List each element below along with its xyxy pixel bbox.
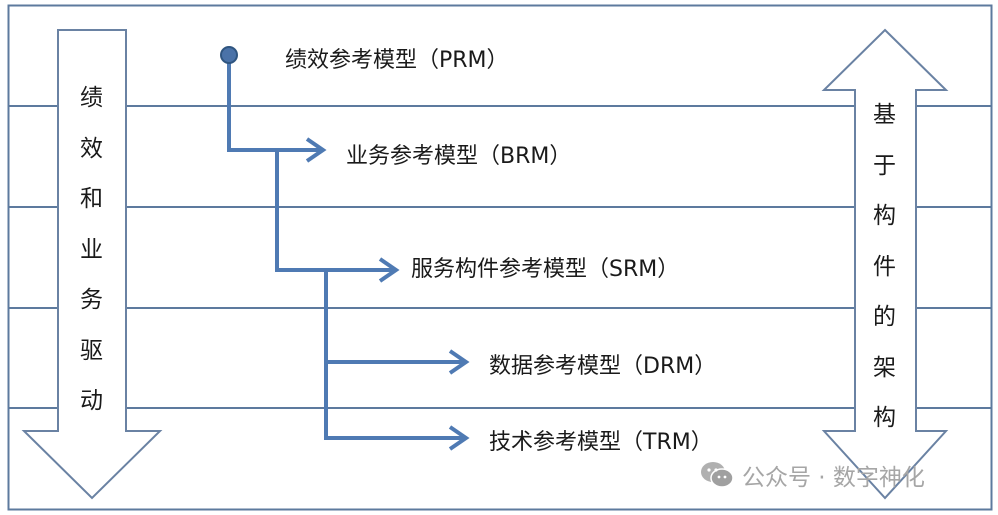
watermark: 公众号 · 数字神化 xyxy=(700,458,925,492)
outer-frame xyxy=(7,4,993,511)
label-srm: 服务构件参考模型（SRM） xyxy=(411,257,680,282)
arrowhead-drm xyxy=(448,349,470,375)
start-node-dot xyxy=(220,46,238,64)
connector-prm-brm xyxy=(227,53,322,152)
right-arrow-char: 构 xyxy=(873,203,896,229)
arrowhead-trm xyxy=(448,425,470,451)
right-arrow-char: 基 xyxy=(873,102,896,128)
label-drm: 数据参考模型（DRM） xyxy=(489,354,717,379)
right-arrow-char: 于 xyxy=(873,152,896,179)
connector-srm-trm xyxy=(324,360,465,440)
left-arrow-char: 效 xyxy=(80,135,103,162)
left-arrow-char: 务 xyxy=(80,287,103,313)
connector-srm-drm xyxy=(324,268,465,364)
left-arrow-char: 绩 xyxy=(80,85,103,111)
left-arrow-char: 业 xyxy=(80,236,103,263)
left-arrow-char: 驱 xyxy=(80,337,103,364)
down-arrow-shape xyxy=(21,29,163,500)
left-arrow-text: 绩 效 和 业 务 驱 动 xyxy=(80,87,103,441)
right-arrow-char: 的 xyxy=(873,304,896,330)
left-arrow-char: 动 xyxy=(80,388,103,414)
right-arrow-char: 架 xyxy=(873,354,896,381)
left-arrow-char: 和 xyxy=(80,186,103,212)
wechat-icon xyxy=(701,462,734,488)
right-arrow-char: 构 xyxy=(873,405,896,431)
right-arrow-char: 件 xyxy=(873,253,896,280)
label-trm: 技术参考模型（TRM） xyxy=(489,430,713,455)
right-arrow-text: 基 于 构 件 的 架 构 xyxy=(873,104,896,458)
arrowhead-srm xyxy=(378,257,400,283)
connector-brm-srm xyxy=(275,148,395,272)
label-brm: 业务参考模型（BRM） xyxy=(346,144,572,169)
watermark-text: 公众号 · 数字神化 xyxy=(742,465,925,491)
label-prm: 绩效参考模型（PRM） xyxy=(285,48,509,73)
arrowhead-brm xyxy=(305,137,327,163)
updown-arrow-shape xyxy=(821,28,949,500)
